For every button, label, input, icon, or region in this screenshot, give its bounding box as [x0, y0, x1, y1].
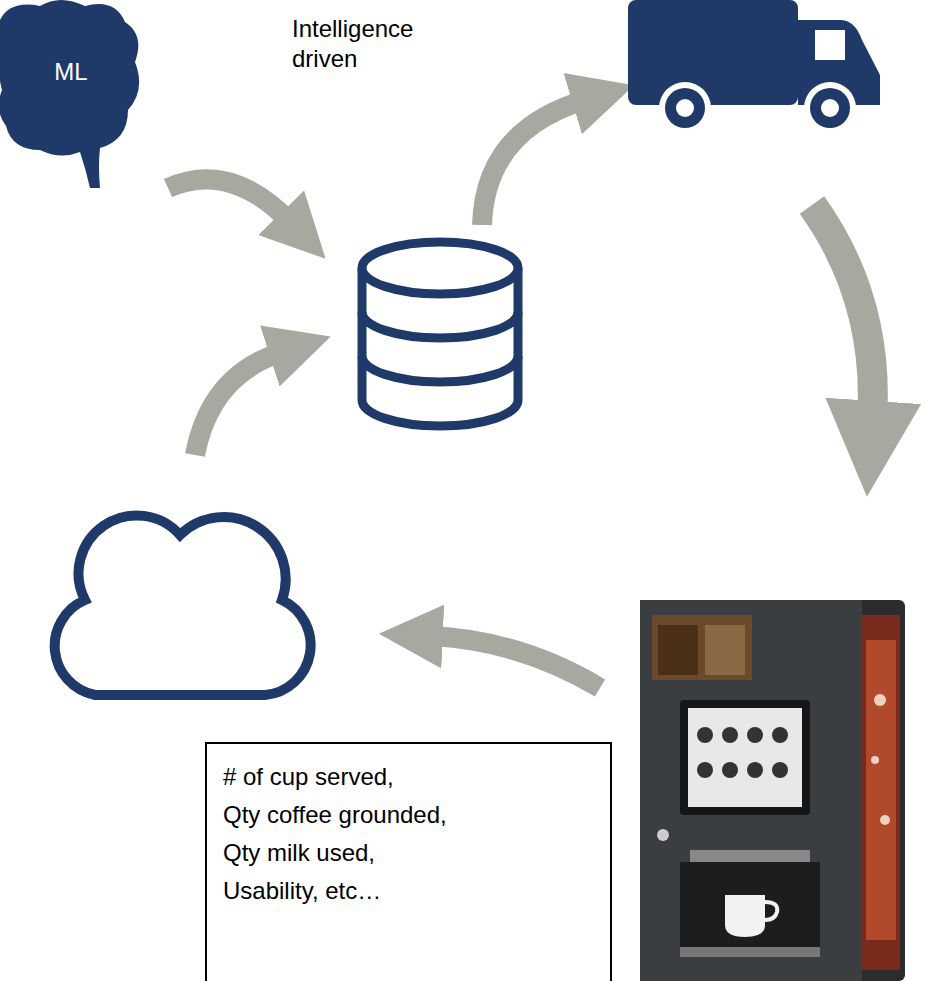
truck-icon [628, 0, 880, 134]
metric-line: Usability, etc… [223, 872, 594, 910]
node-label: ML [0, 58, 142, 86]
metric-line: Qty milk used, [223, 834, 594, 872]
metric-line: # of cup served, [223, 758, 594, 796]
data-box: # of cup served,Qty coffee grounded,Qty … [205, 742, 612, 981]
brain-shape [0, 0, 142, 188]
ml-brain: ML [0, 0, 142, 188]
coffee-machine [640, 600, 905, 981]
database-icon [362, 242, 518, 426]
caption-label: Intelligence driven [292, 14, 442, 74]
metric-line: Qty coffee grounded, [223, 796, 594, 834]
cloud-icon [55, 515, 311, 695]
flow-arrows [168, 100, 873, 688]
